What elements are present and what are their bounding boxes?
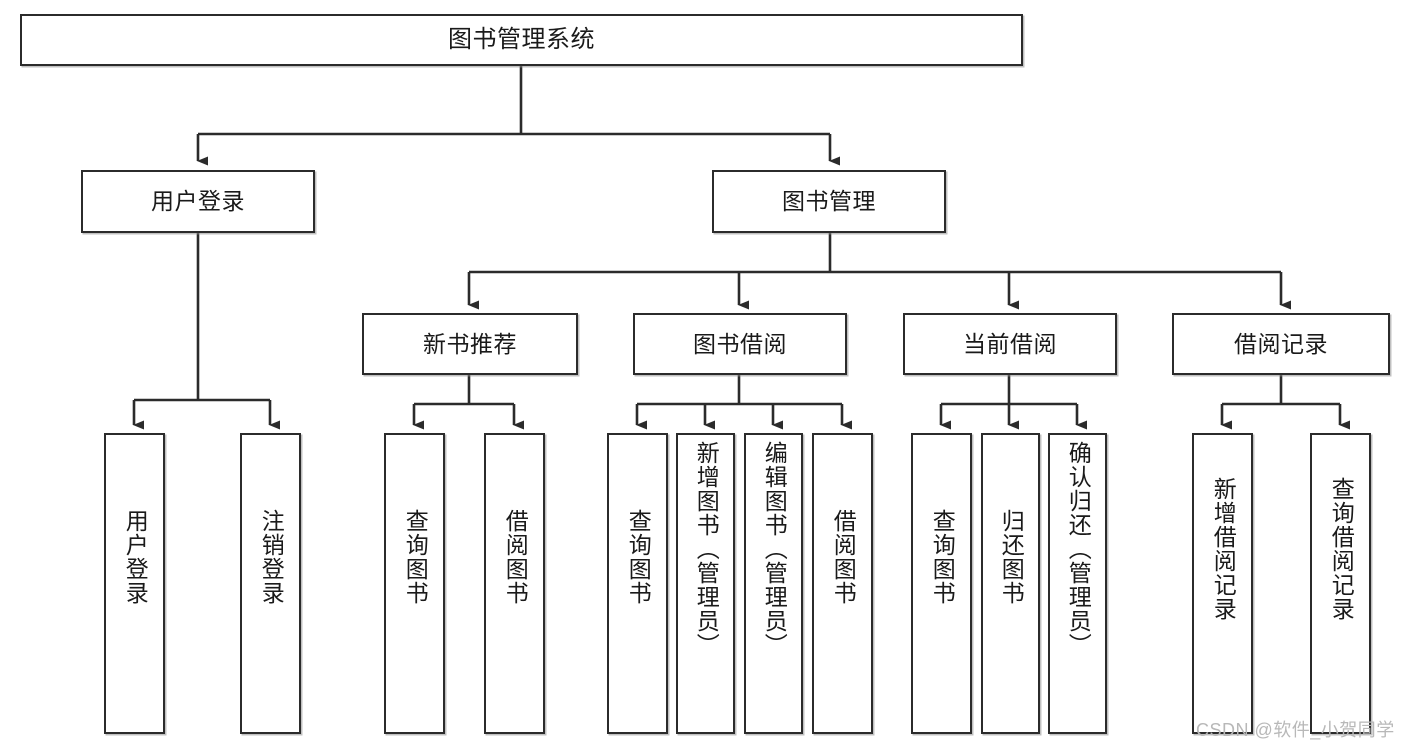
leaf-add-record-label: 新增借阅记录 [1210, 477, 1237, 621]
leaf-borrow-book-2[interactable]: 借阅图书 [812, 433, 873, 734]
leaf-return-book[interactable]: 归还图书 [981, 433, 1040, 734]
node-book-manage[interactable]: 图书管理 [712, 170, 946, 233]
leaf-edit-book[interactable]: 编辑图书（管理员） [744, 433, 803, 734]
leaf-add-book-label: 新增图书（管理员） [693, 441, 720, 657]
leaf-query-book-1[interactable]: 查询图书 [384, 433, 445, 734]
leaf-logout-label: 注销登录 [258, 509, 285, 605]
leaf-query-book-2-label: 查询图书 [625, 509, 652, 605]
node-current-borrow-label: 当前借阅 [963, 330, 1057, 357]
leaf-edit-book-label: 编辑图书（管理员） [761, 441, 788, 657]
leaf-query-record[interactable]: 查询借阅记录 [1310, 433, 1371, 734]
node-borrow-record[interactable]: 借阅记录 [1172, 313, 1390, 375]
node-user-login[interactable]: 用户登录 [81, 170, 315, 233]
node-new-book-recommend-label: 新书推荐 [423, 330, 517, 357]
leaf-query-book-2[interactable]: 查询图书 [607, 433, 668, 734]
leaf-borrow-book-1-label: 借阅图书 [502, 509, 529, 605]
leaf-add-record[interactable]: 新增借阅记录 [1192, 433, 1253, 734]
leaf-query-book-3[interactable]: 查询图书 [911, 433, 972, 734]
leaf-borrow-book-2-label: 借阅图书 [830, 509, 857, 605]
node-book-manage-label: 图书管理 [782, 188, 876, 215]
leaf-confirm-return-label: 确认归还（管理员） [1065, 441, 1092, 657]
node-book-borrow[interactable]: 图书借阅 [633, 313, 847, 375]
leaf-user-login-label: 用户登录 [122, 509, 149, 605]
leaf-query-record-label: 查询借阅记录 [1328, 477, 1355, 621]
node-root[interactable]: 图书管理系统 [20, 14, 1023, 66]
node-new-book-recommend[interactable]: 新书推荐 [362, 313, 578, 375]
leaf-add-book[interactable]: 新增图书（管理员） [676, 433, 735, 734]
leaf-borrow-book-1[interactable]: 借阅图书 [484, 433, 545, 734]
leaf-user-login[interactable]: 用户登录 [104, 433, 165, 734]
node-current-borrow[interactable]: 当前借阅 [903, 313, 1117, 375]
watermark: CSDN @软件_小贺同学 [1196, 720, 1395, 740]
node-user-login-label: 用户登录 [151, 188, 245, 215]
node-book-borrow-label: 图书借阅 [693, 330, 787, 357]
leaf-confirm-return[interactable]: 确认归还（管理员） [1048, 433, 1107, 734]
node-borrow-record-label: 借阅记录 [1234, 330, 1328, 357]
node-root-label: 图书管理系统 [448, 26, 595, 54]
leaf-query-book-1-label: 查询图书 [402, 509, 429, 605]
leaf-return-book-label: 归还图书 [998, 509, 1025, 605]
leaf-query-book-3-label: 查询图书 [929, 509, 956, 605]
leaf-logout[interactable]: 注销登录 [240, 433, 301, 734]
